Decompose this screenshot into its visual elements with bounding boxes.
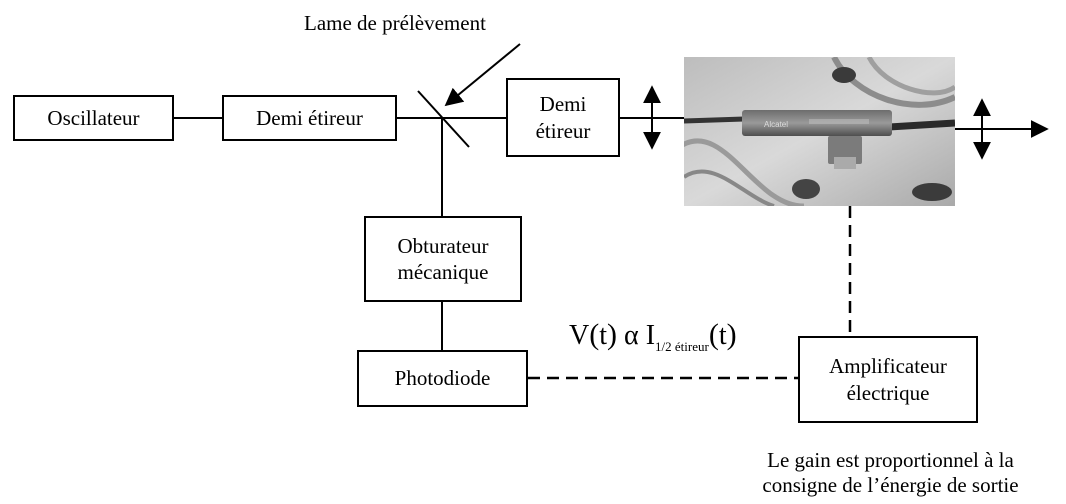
formula-label: V(t) α I1/2 étireur(t) xyxy=(569,318,737,354)
amplifier-photo-image: Alcatel xyxy=(684,57,955,206)
photo-brand-text: Alcatel xyxy=(764,120,788,129)
demi-etireur-2-block: Demi étireur xyxy=(506,78,620,157)
amplificateur-block: Amplificateur électrique xyxy=(798,336,978,423)
amplificateur-label-line2: électrique xyxy=(846,380,930,405)
demi-etireur-2-label-line2: étireur xyxy=(535,118,591,143)
demi-etireur-block: Demi étireur xyxy=(222,95,397,141)
demi-etireur-2-label-line1: Demi xyxy=(539,92,587,117)
demi-etireur-label: Demi étireur xyxy=(256,105,363,130)
oscillateur-block: Oscillateur xyxy=(13,95,174,141)
formula-t2: t xyxy=(718,320,727,351)
obturateur-label-line1: Obturateur xyxy=(397,233,489,258)
gain-note-line1: Le gain est proportionnel à la xyxy=(767,448,1014,472)
lame-label: Lame de prélèvement xyxy=(304,11,486,35)
formula-v: V xyxy=(569,320,590,351)
photodiode-label: Photodiode xyxy=(394,366,491,391)
amplificateur-label-line1: Amplificateur xyxy=(829,354,947,379)
formula-i: I xyxy=(645,320,656,351)
lame-pointer-arrow xyxy=(444,43,521,107)
obturateur-label-line2: mécanique xyxy=(397,260,489,284)
formula-t1: t xyxy=(599,320,608,351)
gain-note-line2: consigne de l’énergie de sortie xyxy=(762,473,1019,498)
oscillateur-label: Oscillateur xyxy=(47,105,140,130)
formula-subscript: 1/2 étireur xyxy=(655,339,709,354)
gain-note: Le gain est proportionnel à la consigne … xyxy=(733,448,1048,498)
photodiode-block: Photodiode xyxy=(357,350,528,407)
obturateur-block: Obturateur mécanique xyxy=(364,216,522,302)
beam-splitter xyxy=(417,90,470,148)
formula-alpha: α xyxy=(624,320,639,351)
amplifier-photo: Alcatel xyxy=(684,57,955,206)
